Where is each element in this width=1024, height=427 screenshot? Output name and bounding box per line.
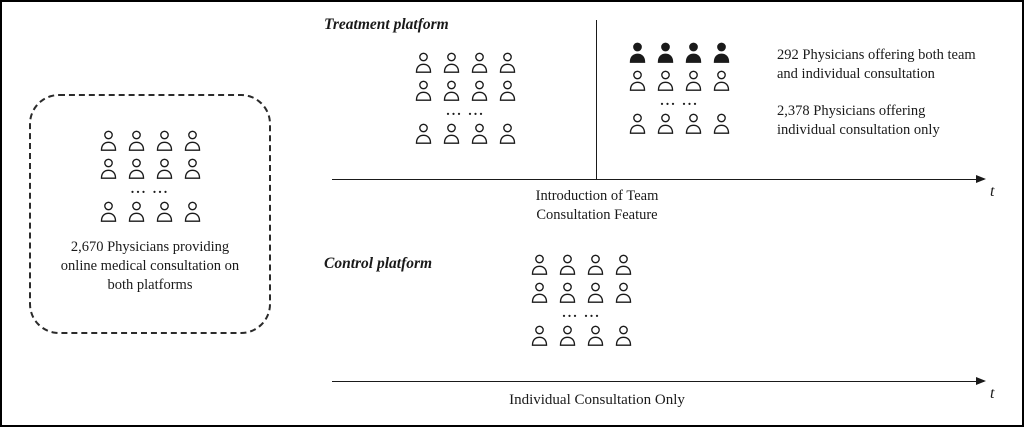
physician-icon — [155, 201, 174, 222]
physician-row — [530, 325, 633, 346]
physician-row — [414, 52, 517, 73]
physician-row — [628, 42, 731, 63]
control-platform-title: Control platform — [324, 255, 433, 272]
physician-icon — [414, 80, 433, 101]
physician-icon — [628, 70, 647, 91]
physician-icon — [498, 80, 517, 101]
treatment-platform-title: Treatment platform — [324, 16, 449, 33]
physician-icon — [684, 42, 703, 63]
physician-icon — [99, 201, 118, 222]
ellipsis-row: ... ... — [562, 306, 601, 321]
physician-icon — [99, 130, 118, 151]
physician-icon — [712, 70, 731, 91]
physician-icon — [442, 123, 461, 144]
physician-icon — [558, 325, 577, 346]
physician-icon — [155, 130, 174, 151]
physician-icon — [530, 282, 549, 303]
label-both-consultation: 292 Physicians offering both team and in… — [777, 47, 976, 83]
physician-icon — [183, 158, 202, 179]
label-individual-only: 2,378 Physicians offering individual con… — [777, 103, 940, 139]
treatment-pre-grid: ... ... — [414, 52, 517, 144]
control-axis-t-label: t — [990, 385, 995, 402]
physician-icon — [183, 130, 202, 151]
physician-icon — [470, 52, 489, 73]
control-axis-caption: Individual Consultation Only — [509, 392, 685, 408]
physician-icon — [614, 254, 633, 275]
treatment-axis-t-label: t — [990, 183, 995, 200]
physician-row — [530, 282, 633, 303]
physician-row — [99, 130, 202, 151]
physician-icon — [558, 254, 577, 275]
physician-icon — [586, 282, 605, 303]
physician-icon — [558, 282, 577, 303]
physician-row — [99, 201, 202, 222]
physician-icon — [127, 158, 146, 179]
physician-icon — [684, 70, 703, 91]
physician-icon — [656, 70, 675, 91]
physician-icon — [183, 201, 202, 222]
event-label: Introduction of Team Consultation Featur… — [535, 188, 659, 224]
physician-icon — [614, 282, 633, 303]
physician-icon — [656, 42, 675, 63]
physician-row — [99, 158, 202, 179]
physician-icon — [498, 123, 517, 144]
physician-icon — [586, 254, 605, 275]
physician-icon — [712, 42, 731, 63]
physician-icon — [414, 123, 433, 144]
physician-icon — [530, 254, 549, 275]
physician-icon — [99, 158, 118, 179]
physician-icon — [442, 80, 461, 101]
control-timeline-axis — [332, 376, 986, 385]
cohort-caption: 2,670 Physicians providing online medica… — [60, 239, 240, 294]
physician-icon — [586, 325, 605, 346]
control-grid: ... ... — [530, 254, 633, 346]
physician-icon — [628, 42, 647, 63]
physician-icon — [442, 52, 461, 73]
physician-row — [628, 70, 731, 91]
physician-icon — [656, 113, 675, 134]
physician-icon — [498, 52, 517, 73]
physician-icon — [530, 325, 549, 346]
physician-icon — [470, 80, 489, 101]
event-divider-line — [596, 20, 597, 179]
physician-icon — [628, 113, 647, 134]
ellipsis-row: ... ... — [660, 94, 699, 109]
ellipsis-row: ... ... — [130, 182, 170, 197]
physician-icon — [414, 52, 433, 73]
physician-icon — [712, 113, 731, 134]
treatment-post-grid: ... ... — [628, 42, 731, 134]
physician-icon — [470, 123, 489, 144]
physician-row — [530, 254, 633, 275]
treatment-timeline-axis — [332, 174, 986, 183]
physician-icon — [155, 158, 174, 179]
cohort-box: ... ... 2,670 Physicians providing onlin… — [29, 94, 271, 334]
physician-icon — [127, 130, 146, 151]
physician-row — [414, 80, 517, 101]
physician-row — [628, 113, 731, 134]
physician-icon — [127, 201, 146, 222]
physician-icon — [684, 113, 703, 134]
cohort-physician-grid: ... ... — [99, 130, 202, 222]
physician-icon — [614, 325, 633, 346]
physician-row — [414, 123, 517, 144]
ellipsis-row: ... ... — [446, 104, 485, 119]
